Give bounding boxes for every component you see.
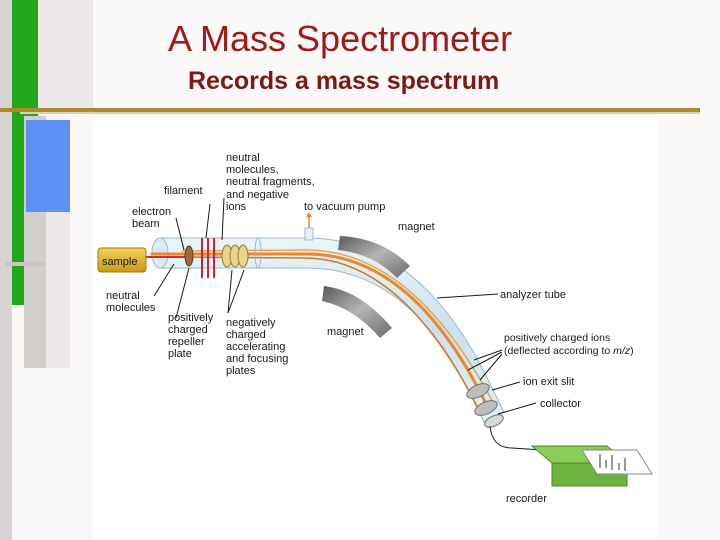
collector-wire <box>489 425 543 451</box>
leader-lines <box>153 197 537 415</box>
decor-block-light-2 <box>46 212 70 368</box>
decor-line <box>6 262 46 266</box>
label-neutral-top: neutral molecules, neutral fragments, an… <box>226 152 318 213</box>
sample-inlet: sample <box>97 247 147 273</box>
title-rule <box>0 108 700 112</box>
recorder-device <box>530 445 653 487</box>
ion-beams <box>150 249 495 413</box>
decor-block-light <box>38 0 93 112</box>
magnet-top-shape <box>338 236 410 278</box>
label-collector: collector <box>540 398 581 410</box>
label-analyzer-tube: analyzer tube <box>500 289 566 301</box>
label-ion-exit-slit: ion exit slit <box>523 376 574 388</box>
label-electron-beam: electron beam <box>132 206 174 230</box>
page-title: A Mass Spectrometer <box>168 18 513 59</box>
label-accelerating-plates: negatively charged accelerating and focu… <box>226 317 291 377</box>
title-rule-shadow <box>20 112 700 114</box>
vacuum-pump-port <box>304 212 314 241</box>
label-repeller-plate: positively charged repeller plate <box>168 312 216 360</box>
page-subtitle: Records a mass spectrum <box>188 67 500 95</box>
label-recorder: recorder <box>506 493 547 505</box>
sample-label: sample <box>102 256 137 268</box>
label-filament: filament <box>164 185 203 197</box>
label-vacuum-pump: to vacuum pump <box>304 201 385 213</box>
label-magnet-bottom: magnet <box>327 326 364 338</box>
label-magnet-top: magnet <box>398 221 435 233</box>
decor-block-blue <box>26 120 70 212</box>
mass-spectrometer-diagram: sample neutra <box>92 118 657 540</box>
filament-plates <box>184 237 262 278</box>
diagram-svg: sample neutra <box>97 152 653 505</box>
label-neutral-molecules: neutral molecules <box>106 290 156 314</box>
decor-bar-gray <box>0 0 12 540</box>
label-positive-ions: positively charged ions (deflected accor… <box>504 332 634 357</box>
magnet-bottom-shape <box>322 286 392 338</box>
exit-slit-collector <box>466 383 504 428</box>
